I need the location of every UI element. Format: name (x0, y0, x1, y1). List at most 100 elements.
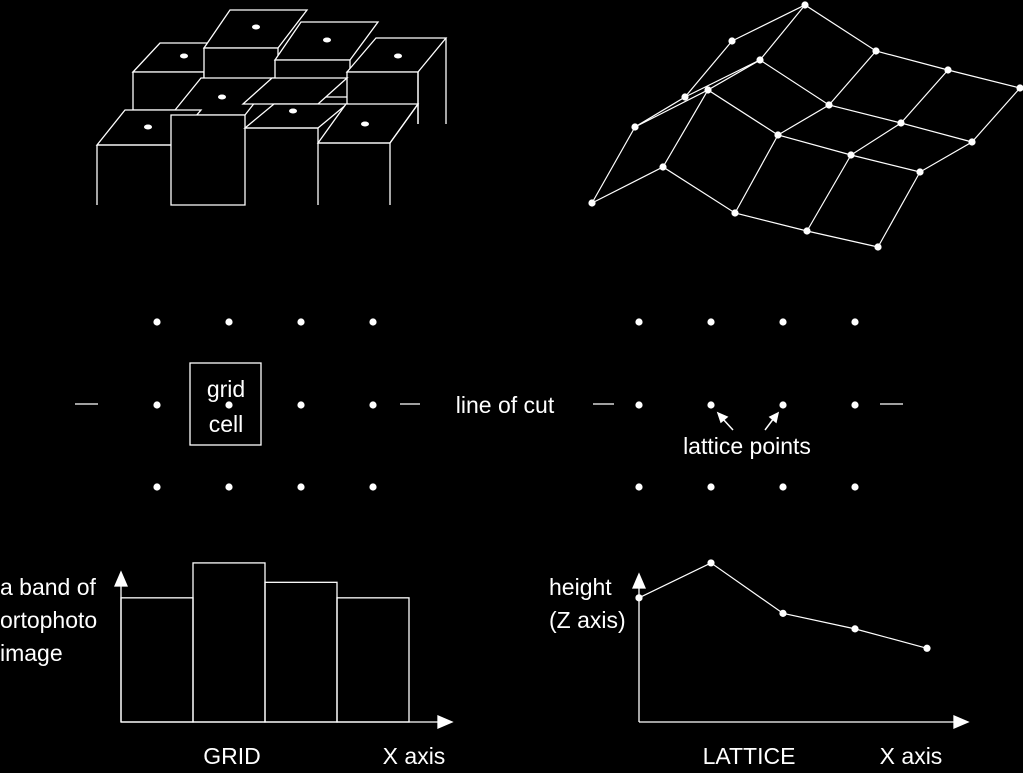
lattice-line (635, 559, 931, 652)
lattice-3d-mesh (588, 1, 1023, 251)
grid-point (225, 483, 233, 491)
lattice-node (631, 123, 639, 131)
grid-bars (120, 562, 410, 723)
y-axis-arrow-icon (114, 570, 128, 587)
mesh-line (877, 87, 1021, 248)
lattice-dot-array (635, 318, 859, 491)
grid-point (225, 318, 233, 326)
lattice-point (779, 401, 787, 409)
mesh-line (634, 89, 921, 173)
grid-point (369, 401, 377, 409)
lattice-node (774, 131, 782, 139)
grid-dot-array (153, 318, 377, 491)
lattice-node (874, 243, 882, 251)
grid-profile-chart: a band of ortophoto image GRID X axis (0, 562, 454, 769)
mesh-line (684, 59, 973, 143)
mesh-line (662, 4, 806, 168)
lattice-node (825, 101, 833, 109)
y-axis-arrow-icon (632, 572, 646, 589)
grid-center-dot (218, 94, 226, 100)
grid-point (225, 401, 233, 409)
lattice-node (731, 209, 739, 217)
lattice-node (681, 93, 689, 101)
x-category-label: GRID (203, 743, 261, 768)
grid-block (170, 114, 246, 206)
grid-bar (336, 597, 410, 723)
mesh-line (591, 166, 879, 248)
lattice-point (851, 483, 859, 491)
lattice-point (635, 318, 643, 326)
mesh-line (591, 40, 733, 204)
arrowhead-icon (716, 411, 729, 424)
x-category-label: LATTICE (703, 743, 796, 768)
grid-cell-label-line1: grid (207, 376, 245, 402)
lattice-data-point (923, 644, 931, 652)
grid-bar (264, 581, 338, 723)
lattice-points-label: lattice points (683, 433, 811, 459)
grid-point (369, 483, 377, 491)
lattice-node (872, 47, 880, 55)
grid-block (346, 71, 419, 106)
grid-center-dot (394, 53, 402, 59)
x-axis-label: X axis (880, 743, 943, 768)
grid-point (297, 401, 305, 409)
grid-bar (192, 562, 266, 723)
lattice-node (803, 227, 811, 235)
grid-center-dot (289, 108, 297, 114)
lattice-node (1016, 84, 1023, 92)
lattice-node (847, 151, 855, 159)
grid-point (297, 483, 305, 491)
grid-center-dot (323, 37, 331, 43)
lattice-node (588, 199, 596, 207)
y-axis-label-line1: a band of (0, 574, 97, 600)
mesh-line (734, 50, 877, 214)
cut-diagram: grid cell line of cut lattice points (75, 318, 903, 491)
grid-point (369, 318, 377, 326)
lattice-node (801, 1, 809, 9)
grid-bar (120, 597, 194, 723)
grid-point (153, 483, 161, 491)
lattice-point (851, 401, 859, 409)
y-axis-label-line3: image (0, 640, 63, 666)
grid-center-dot (180, 53, 188, 59)
lattice-data-point (707, 559, 715, 567)
grid-center-dot (361, 121, 369, 127)
x-axis-arrow-icon (437, 715, 454, 729)
y-axis-label-line2: (Z axis) (549, 607, 626, 633)
lattice-node (756, 56, 764, 64)
lattice-node (659, 163, 667, 171)
grid-cell-box (189, 362, 262, 446)
grid-cell-label-line2: cell (209, 411, 244, 437)
lattice-series-line (638, 562, 928, 649)
lattice-profile-chart: height (Z axis) LATTICE X axis (549, 559, 970, 769)
arrowhead-icon (768, 411, 780, 424)
lattice-data-point (851, 625, 859, 633)
lattice-point (635, 483, 643, 491)
lattice-point (779, 318, 787, 326)
lattice-node (897, 119, 905, 127)
grid-point (153, 401, 161, 409)
lattice-point (707, 318, 715, 326)
mesh-line (806, 69, 949, 232)
lattice-node (728, 37, 736, 45)
lattice-point (707, 483, 715, 491)
x-axis-label: X axis (383, 743, 446, 768)
lattice-data-point (779, 609, 787, 617)
grid-3d-blocks (95, 9, 448, 206)
lattice-node (944, 66, 952, 74)
grid-center-dot (144, 124, 152, 130)
lattice-node (968, 138, 976, 146)
mesh-line (731, 4, 1021, 89)
lattice-point (851, 318, 859, 326)
lattice-data-point (635, 594, 643, 602)
x-axis-arrow-icon (953, 715, 970, 729)
grid-center-dot (252, 24, 260, 30)
line-of-cut-label: line of cut (456, 392, 555, 418)
lattice-node (916, 168, 924, 176)
lattice-node (704, 86, 712, 94)
lattice-point (635, 401, 643, 409)
grid-point (297, 318, 305, 326)
lattice-point (707, 401, 715, 409)
grid-point (153, 318, 161, 326)
